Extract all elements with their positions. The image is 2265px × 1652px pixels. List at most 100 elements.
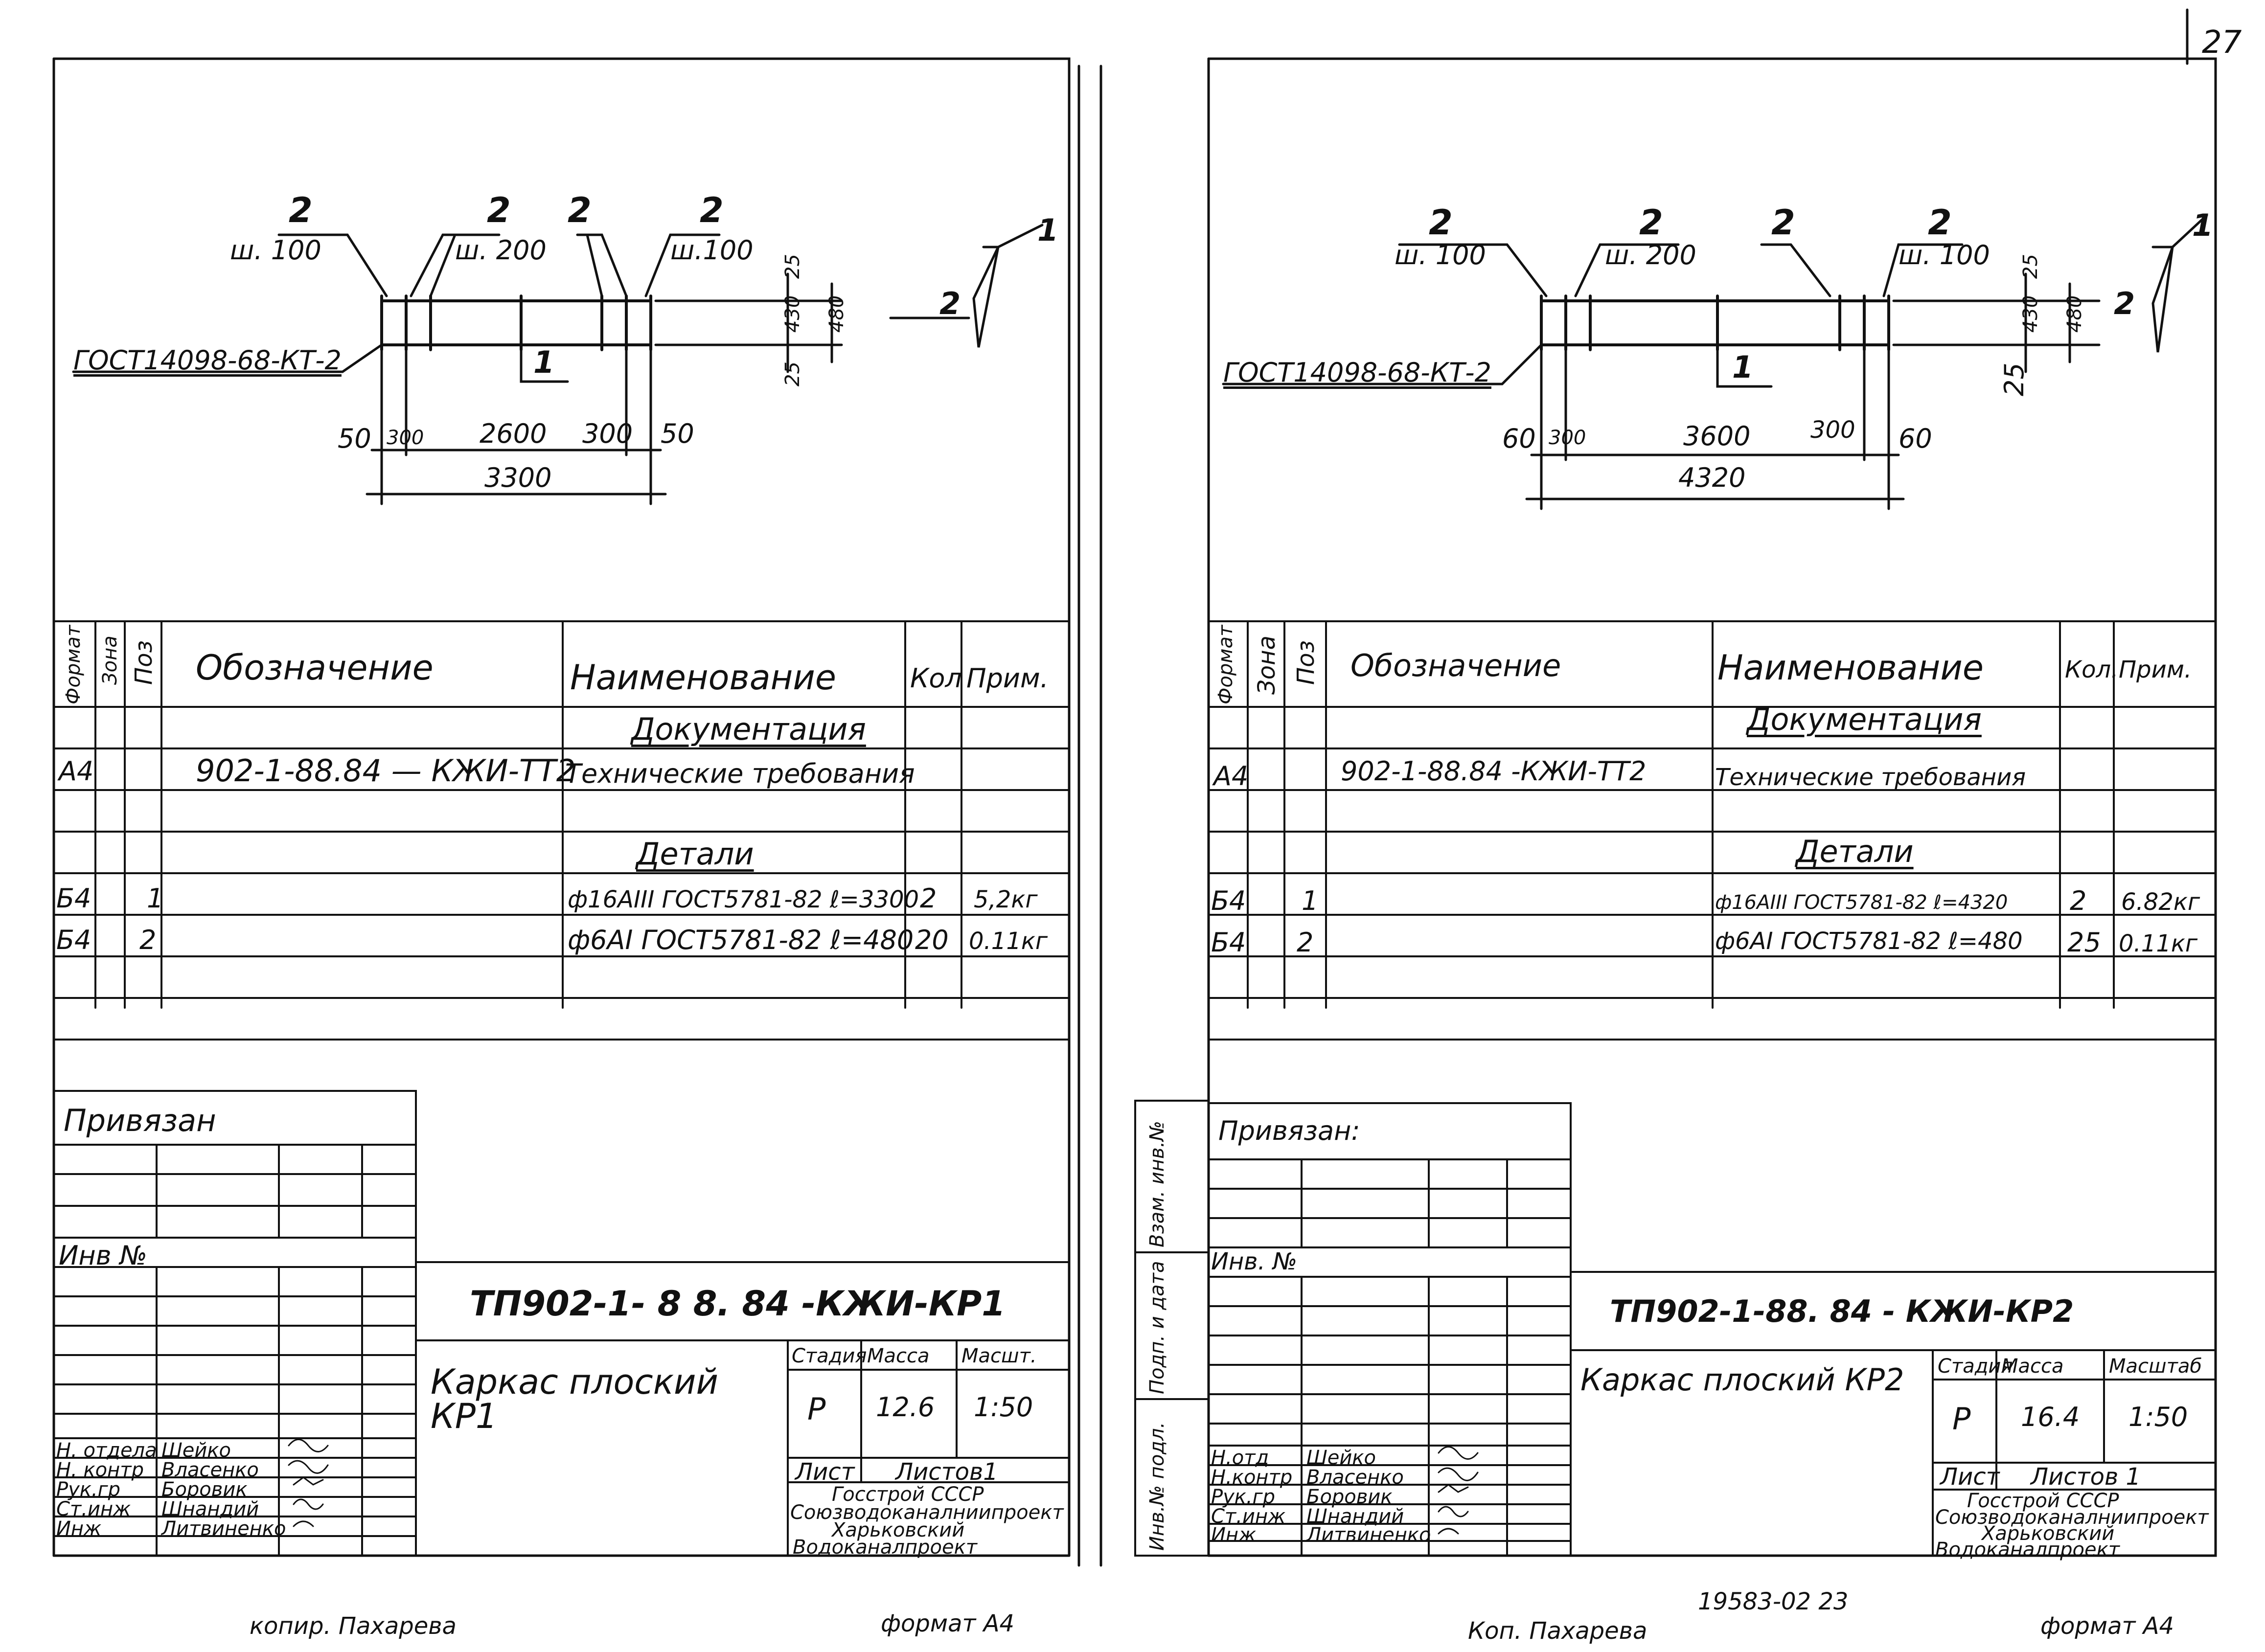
stamp-mass: 12.6 <box>876 1392 935 1423</box>
archive-stamp: 19583-02 23 <box>1698 1588 1849 1615</box>
spec-cell: 2 <box>139 925 157 955</box>
stamp-sheets: Листов1 <box>895 1458 998 1486</box>
spec-cell: 902-1-88.84 -КЖИ-ТТ2 <box>1341 756 1647 787</box>
stamp-role: Н.отд <box>1211 1447 1269 1469</box>
spec-header-format: Формат <box>62 625 85 704</box>
spec-header-name: Наименование <box>1717 648 1984 688</box>
stamp-org: Харьковский <box>832 1519 965 1541</box>
stamp-role: Ст.инж <box>56 1498 131 1520</box>
stamp-scale: 1:50 <box>2128 1402 2188 1432</box>
spec-cell: 2 <box>1297 927 1314 958</box>
dim-overall: 3300 <box>484 462 552 493</box>
dim-value: 480 <box>2063 295 2086 333</box>
format-note: формат А4 <box>2040 1612 2174 1640</box>
bound-inv: Инв. № <box>1211 1248 1298 1275</box>
copyist-note: копир. Пахарева <box>250 1612 457 1640</box>
spec-cell: ф6АI ГОСТ5781-82 ℓ=480 <box>568 925 914 955</box>
dim-value: 60 <box>1502 423 1536 454</box>
stamp-person: Шейко <box>161 1439 231 1462</box>
spec-cell: 25 <box>2067 927 2101 958</box>
dim-value: 300 <box>387 427 424 449</box>
spec-cell: 5,2кг <box>974 886 1038 913</box>
stamp-mass: 16.4 <box>2021 1402 2080 1432</box>
stamp-person: Шнандий <box>1306 1505 1404 1528</box>
spec-header-zone: Зона <box>1253 635 1281 695</box>
stamp-role: Н.контр <box>1211 1466 1293 1489</box>
copyist-note: Коп. Пахарева <box>1468 1617 1647 1645</box>
stamp-mass-label: Масса <box>867 1345 930 1367</box>
spec-cell: 6.82кг <box>2121 888 2200 916</box>
spec-header-pos: Поз <box>130 640 158 685</box>
stamp-sheets: Листов 1 <box>2031 1463 2141 1491</box>
callout-step: ш. 100 <box>1395 240 1486 271</box>
spec-header-note: Прим. <box>2119 656 2192 683</box>
stamp-name: Каркас плоский КР1 <box>431 1362 719 1436</box>
callout-step: ш. 200 <box>455 235 547 266</box>
dim-value: 480 <box>825 295 848 333</box>
spec-header-designation: Обозначение <box>196 648 434 688</box>
stamp-sheet: Лист <box>795 1458 855 1486</box>
section-label: 2 <box>2114 286 2135 321</box>
stamp-scale-label: Масштаб <box>2109 1355 2202 1378</box>
stamp-person: Боровик <box>161 1478 248 1501</box>
spec-header-format: Формат <box>1214 625 1237 704</box>
side-stamp-label: Инв.№ подл. <box>1146 1422 1168 1551</box>
spec-header-qty: Кол <box>910 663 962 694</box>
stamp-role: Н. отдела <box>56 1439 157 1462</box>
dim-value: 25 <box>781 254 804 279</box>
spec-cell: Б4 <box>56 925 92 955</box>
spec-cell: Б4 <box>1211 885 1246 916</box>
dim-value: 50 <box>338 423 371 454</box>
side-stamp-label: Взам. инв.№ <box>1146 1121 1168 1247</box>
spec-header-note: Прим. <box>966 663 1049 694</box>
stamp-person: Шейко <box>1306 1447 1376 1469</box>
stamp-stage-label: Стадия <box>1938 1355 2013 1378</box>
stamp-org: Союзводоканалниипроект <box>790 1501 1064 1524</box>
stamp-person: Шнандий <box>161 1498 259 1520</box>
dim-value: 25 <box>781 362 804 386</box>
spec-cell: 0.11кг <box>2119 930 2198 957</box>
spec-header-name: Наименование <box>570 657 836 698</box>
bound-title: Привязан <box>64 1103 216 1138</box>
stamp-name: Каркас плоский КР2 <box>1580 1362 1904 1398</box>
spec-section-details: Детали <box>636 836 754 872</box>
callout-qty: 2 <box>487 190 511 230</box>
callout-step: ш. 200 <box>1605 240 1696 271</box>
stamp-role: Ст.инж <box>1211 1505 1286 1528</box>
stamp-person: Литвиненко <box>1306 1524 1431 1546</box>
stamp-role: Рук.гр <box>1211 1486 1276 1508</box>
dim-value: 25 <box>2019 254 2042 279</box>
spec-cell: 902-1-88.84 — КЖИ-ТТ2 <box>196 753 576 789</box>
spec-header-designation: Обозначение <box>1350 648 1561 683</box>
dim-value: 300 <box>582 418 633 449</box>
dim-value: 60 <box>1899 423 1932 454</box>
stamp-stage-label: Стадия <box>792 1345 867 1367</box>
spec-cell: ф16АIII ГОСТ5781-82 ℓ=3300 <box>568 886 919 913</box>
dim-value: 25 <box>1999 362 2030 396</box>
stamp-person: Боровик <box>1306 1486 1393 1508</box>
stamp-org: Водоканалпроект <box>793 1536 978 1559</box>
stamp-stage: Р <box>1952 1401 1971 1437</box>
stamp-person: Власенко <box>1306 1466 1404 1489</box>
dim-overall: 4320 <box>1678 462 1746 493</box>
dim-value: 300 <box>1810 416 1855 444</box>
dim-value: 430 <box>781 295 804 333</box>
stamp-role: Н. контр <box>56 1459 144 1481</box>
gost-label: ГОСТ14098-68-КТ-2 <box>73 345 342 376</box>
spec-header-qty: Кол. <box>2065 656 2119 683</box>
stamp-role: Инж <box>56 1517 102 1540</box>
callout-qty: 2 <box>1429 203 1453 243</box>
stamp-person: Литвиненко <box>161 1517 286 1540</box>
spec-cell: 2 <box>920 883 937 914</box>
page-number: 27 <box>2202 24 2242 61</box>
spec-cell: 2 <box>2070 885 2087 916</box>
bound-title: Привязан: <box>1218 1115 1360 1146</box>
spec-section-docs: Документация <box>1747 702 1982 737</box>
stamp-org: Госстрой СССР <box>832 1483 984 1506</box>
bar-marker: 1 <box>533 344 555 380</box>
callout-qty: 2 <box>700 190 724 230</box>
stamp-scale-label: Масшт. <box>961 1345 1037 1367</box>
stamp-stage: Р <box>807 1391 826 1427</box>
stamp-role: Инж <box>1211 1524 1257 1546</box>
